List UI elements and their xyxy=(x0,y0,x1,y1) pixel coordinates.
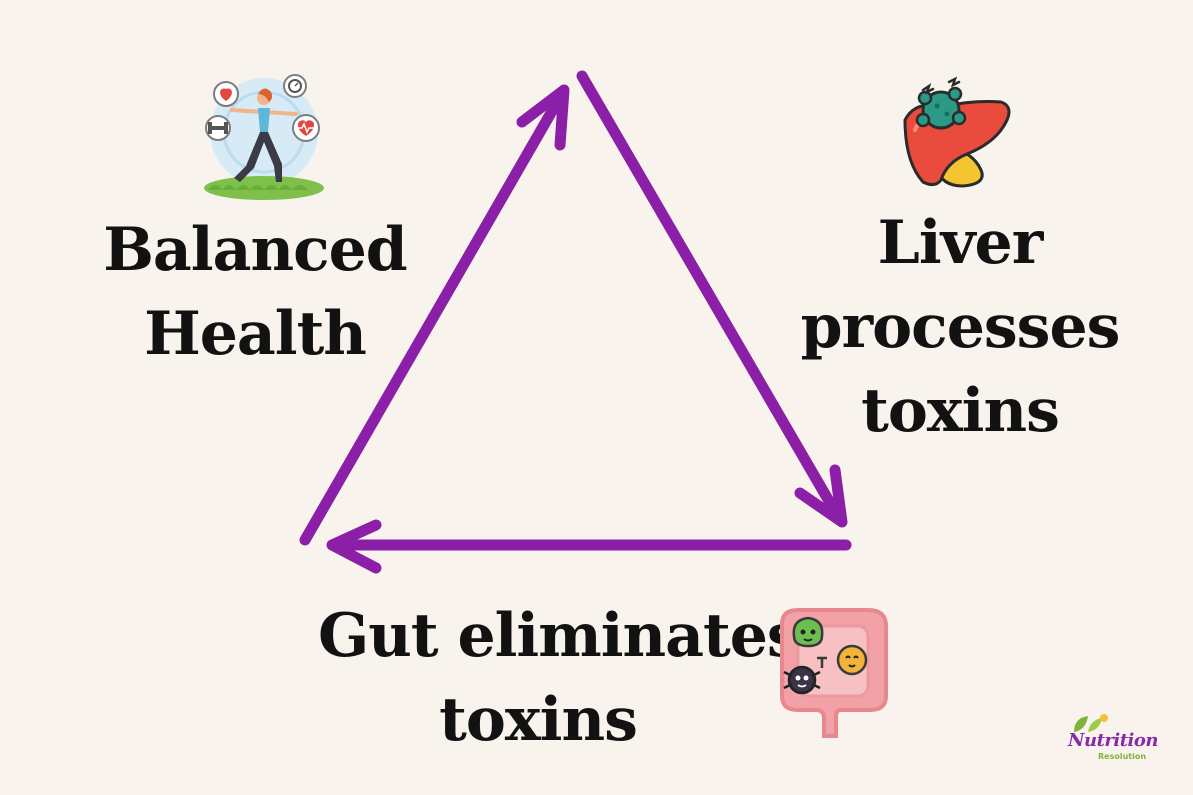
label-balanced-health: Balanced Health xyxy=(90,208,420,376)
label-line: toxins xyxy=(861,376,1060,446)
logo-main-text: Nutrition xyxy=(1068,730,1158,751)
label-line: Liver xyxy=(877,208,1044,278)
dark-bacteria xyxy=(783,665,821,695)
arrow-gut-to-health xyxy=(326,519,852,574)
label-line: Health xyxy=(144,299,367,369)
virus-blob xyxy=(915,86,967,130)
green-bacteria xyxy=(792,616,824,648)
fitness-woman-icon xyxy=(204,74,324,200)
label-gut-eliminates-toxins: Gut eliminates toxins xyxy=(318,594,801,762)
label-line: toxins xyxy=(439,685,638,755)
arrow-liver-to-gut xyxy=(576,70,848,528)
label-liver-processes-toxins: Liver processes toxins xyxy=(800,201,1121,453)
arrow-health-to-liver xyxy=(299,84,570,546)
label-line: Balanced xyxy=(103,215,408,285)
logo-sub-text: Resolution xyxy=(1098,752,1147,761)
yellow-bacteria xyxy=(836,644,868,676)
leaf-logo-icon xyxy=(1074,714,1108,732)
liver-icon xyxy=(903,76,1011,188)
label-line: processes xyxy=(800,292,1121,362)
nutrition-resolution-logo: Nutrition Resolution xyxy=(1058,712,1168,768)
gut-bacteria-icon xyxy=(780,608,888,738)
label-line: Gut eliminates xyxy=(318,601,801,671)
